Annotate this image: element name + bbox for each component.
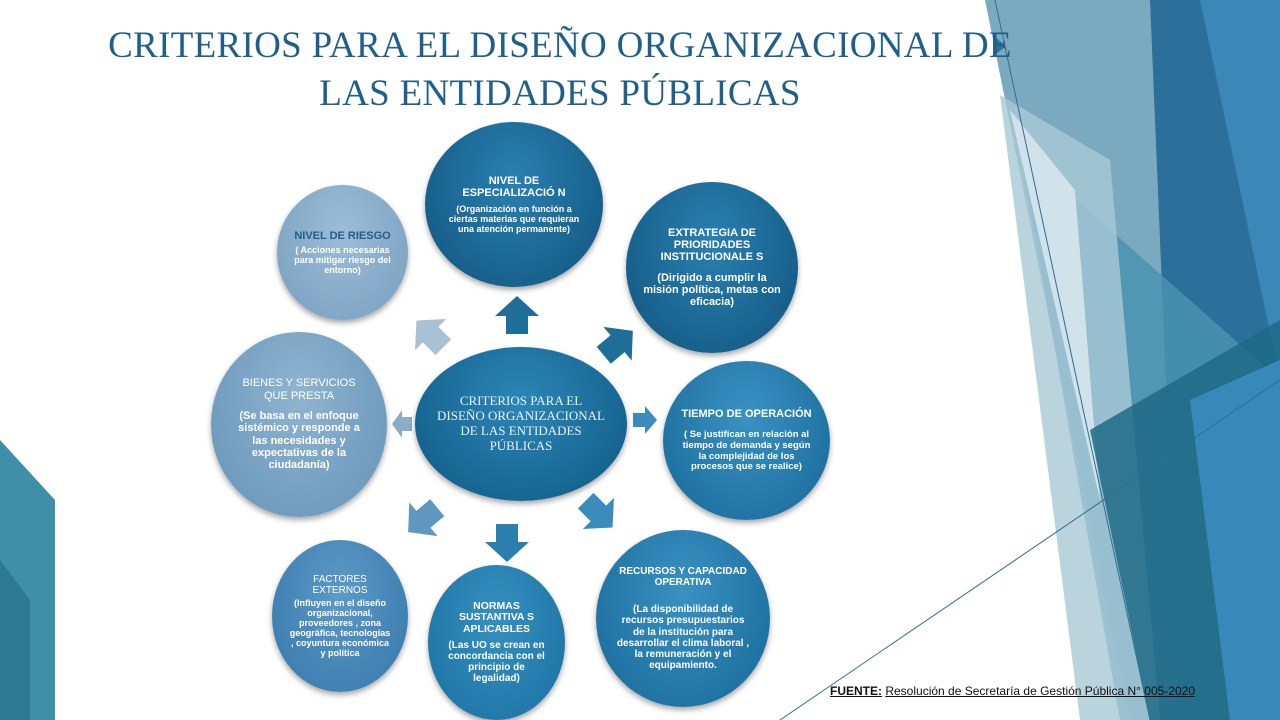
node-normas-desc: (Las UO se crean en concordancia con el … bbox=[448, 639, 545, 685]
node-normas: NORMAS SUSTANTIVA S APLICABLES (Las UO s… bbox=[428, 565, 565, 720]
node-normas-title: NORMAS SUSTANTIVA S APLICABLES bbox=[458, 599, 535, 635]
node-recursos-title: RECURSOS Y CAPACIDAD OPERATIVA bbox=[619, 565, 747, 588]
node-especializacion-title: NIVEL DE ESPECIALIZACIÓ N bbox=[462, 174, 566, 199]
decor-band bbox=[1190, 360, 1280, 720]
node-prioridades-desc: (Dirigido a cumplir la misión política, … bbox=[643, 271, 781, 309]
source-footnote: FUENTE: Resolución de Secretaría de Gest… bbox=[830, 684, 1195, 698]
node-factores-desc: (Influyen en el diseño organizacional, p… bbox=[289, 597, 391, 659]
node-tiempo: TIEMPO DE OPERACIÓN ( Se justifican en r… bbox=[663, 361, 830, 520]
source-text: Resolución de Secretaría de Gestión Públ… bbox=[885, 684, 1195, 698]
node-riesgo-title: NIVEL DE RIESGO bbox=[294, 229, 391, 242]
node-recursos: RECURSOS Y CAPACIDAD OPERATIVA (La dispo… bbox=[596, 530, 770, 707]
decor-band bbox=[1010, 110, 1100, 500]
node-factores-title: FACTORES EXTERNOS bbox=[312, 573, 368, 596]
page-title: CRITERIOS PARA EL DISEÑO ORGANIZACIONAL … bbox=[90, 22, 1030, 118]
center-node: CRITERIOS PARA EL DISEÑO ORGANIZACIONAL … bbox=[415, 347, 627, 501]
node-factores: FACTORES EXTERNOS (Influyen en el diseño… bbox=[272, 540, 408, 692]
node-riesgo: NIVEL DE RIESGO ( Acciones necesarias pa… bbox=[277, 185, 408, 320]
node-tiempo-title: TIEMPO DE OPERACIÓN bbox=[681, 408, 812, 421]
decor-band bbox=[0, 560, 30, 720]
node-recursos-desc: (La disponibilidad de recursos presupues… bbox=[616, 604, 750, 672]
node-prioridades-title: EXTRATEGIA DE PRIORIDADES INSTITUCIONALE… bbox=[660, 226, 764, 264]
node-riesgo-desc: ( Acciones necesarias para mitigar riesg… bbox=[294, 245, 391, 276]
title-line-2: LAS ENTIDADES PÚBLICAS bbox=[319, 73, 801, 114]
decor-band bbox=[1200, 0, 1280, 380]
title-line-1: CRITERIOS PARA EL DISEÑO ORGANIZACIONAL … bbox=[108, 25, 1012, 66]
node-tiempo-desc: ( Se justifican en relación al tiempo de… bbox=[682, 429, 811, 473]
node-bienes: BIENES Y SERVICIOS QUE PRESTA (Se basa e… bbox=[211, 332, 387, 517]
decor-marker bbox=[996, 38, 1006, 54]
node-especializacion-desc: (Organización en función a ciertas mater… bbox=[448, 204, 580, 235]
node-prioridades: EXTRATEGIA DE PRIORIDADES INSTITUCIONALE… bbox=[626, 182, 798, 353]
center-node-text: CRITERIOS PARA EL DISEÑO ORGANIZACIONAL … bbox=[437, 393, 605, 453]
node-bienes-desc: (Se basa en el enfoque sistémico y respo… bbox=[238, 410, 360, 472]
node-bienes-title: BIENES Y SERVICIOS QUE PRESTA bbox=[242, 377, 356, 402]
node-especializacion: NIVEL DE ESPECIALIZACIÓ N (Organización … bbox=[425, 122, 603, 287]
source-label: FUENTE: bbox=[830, 684, 882, 698]
